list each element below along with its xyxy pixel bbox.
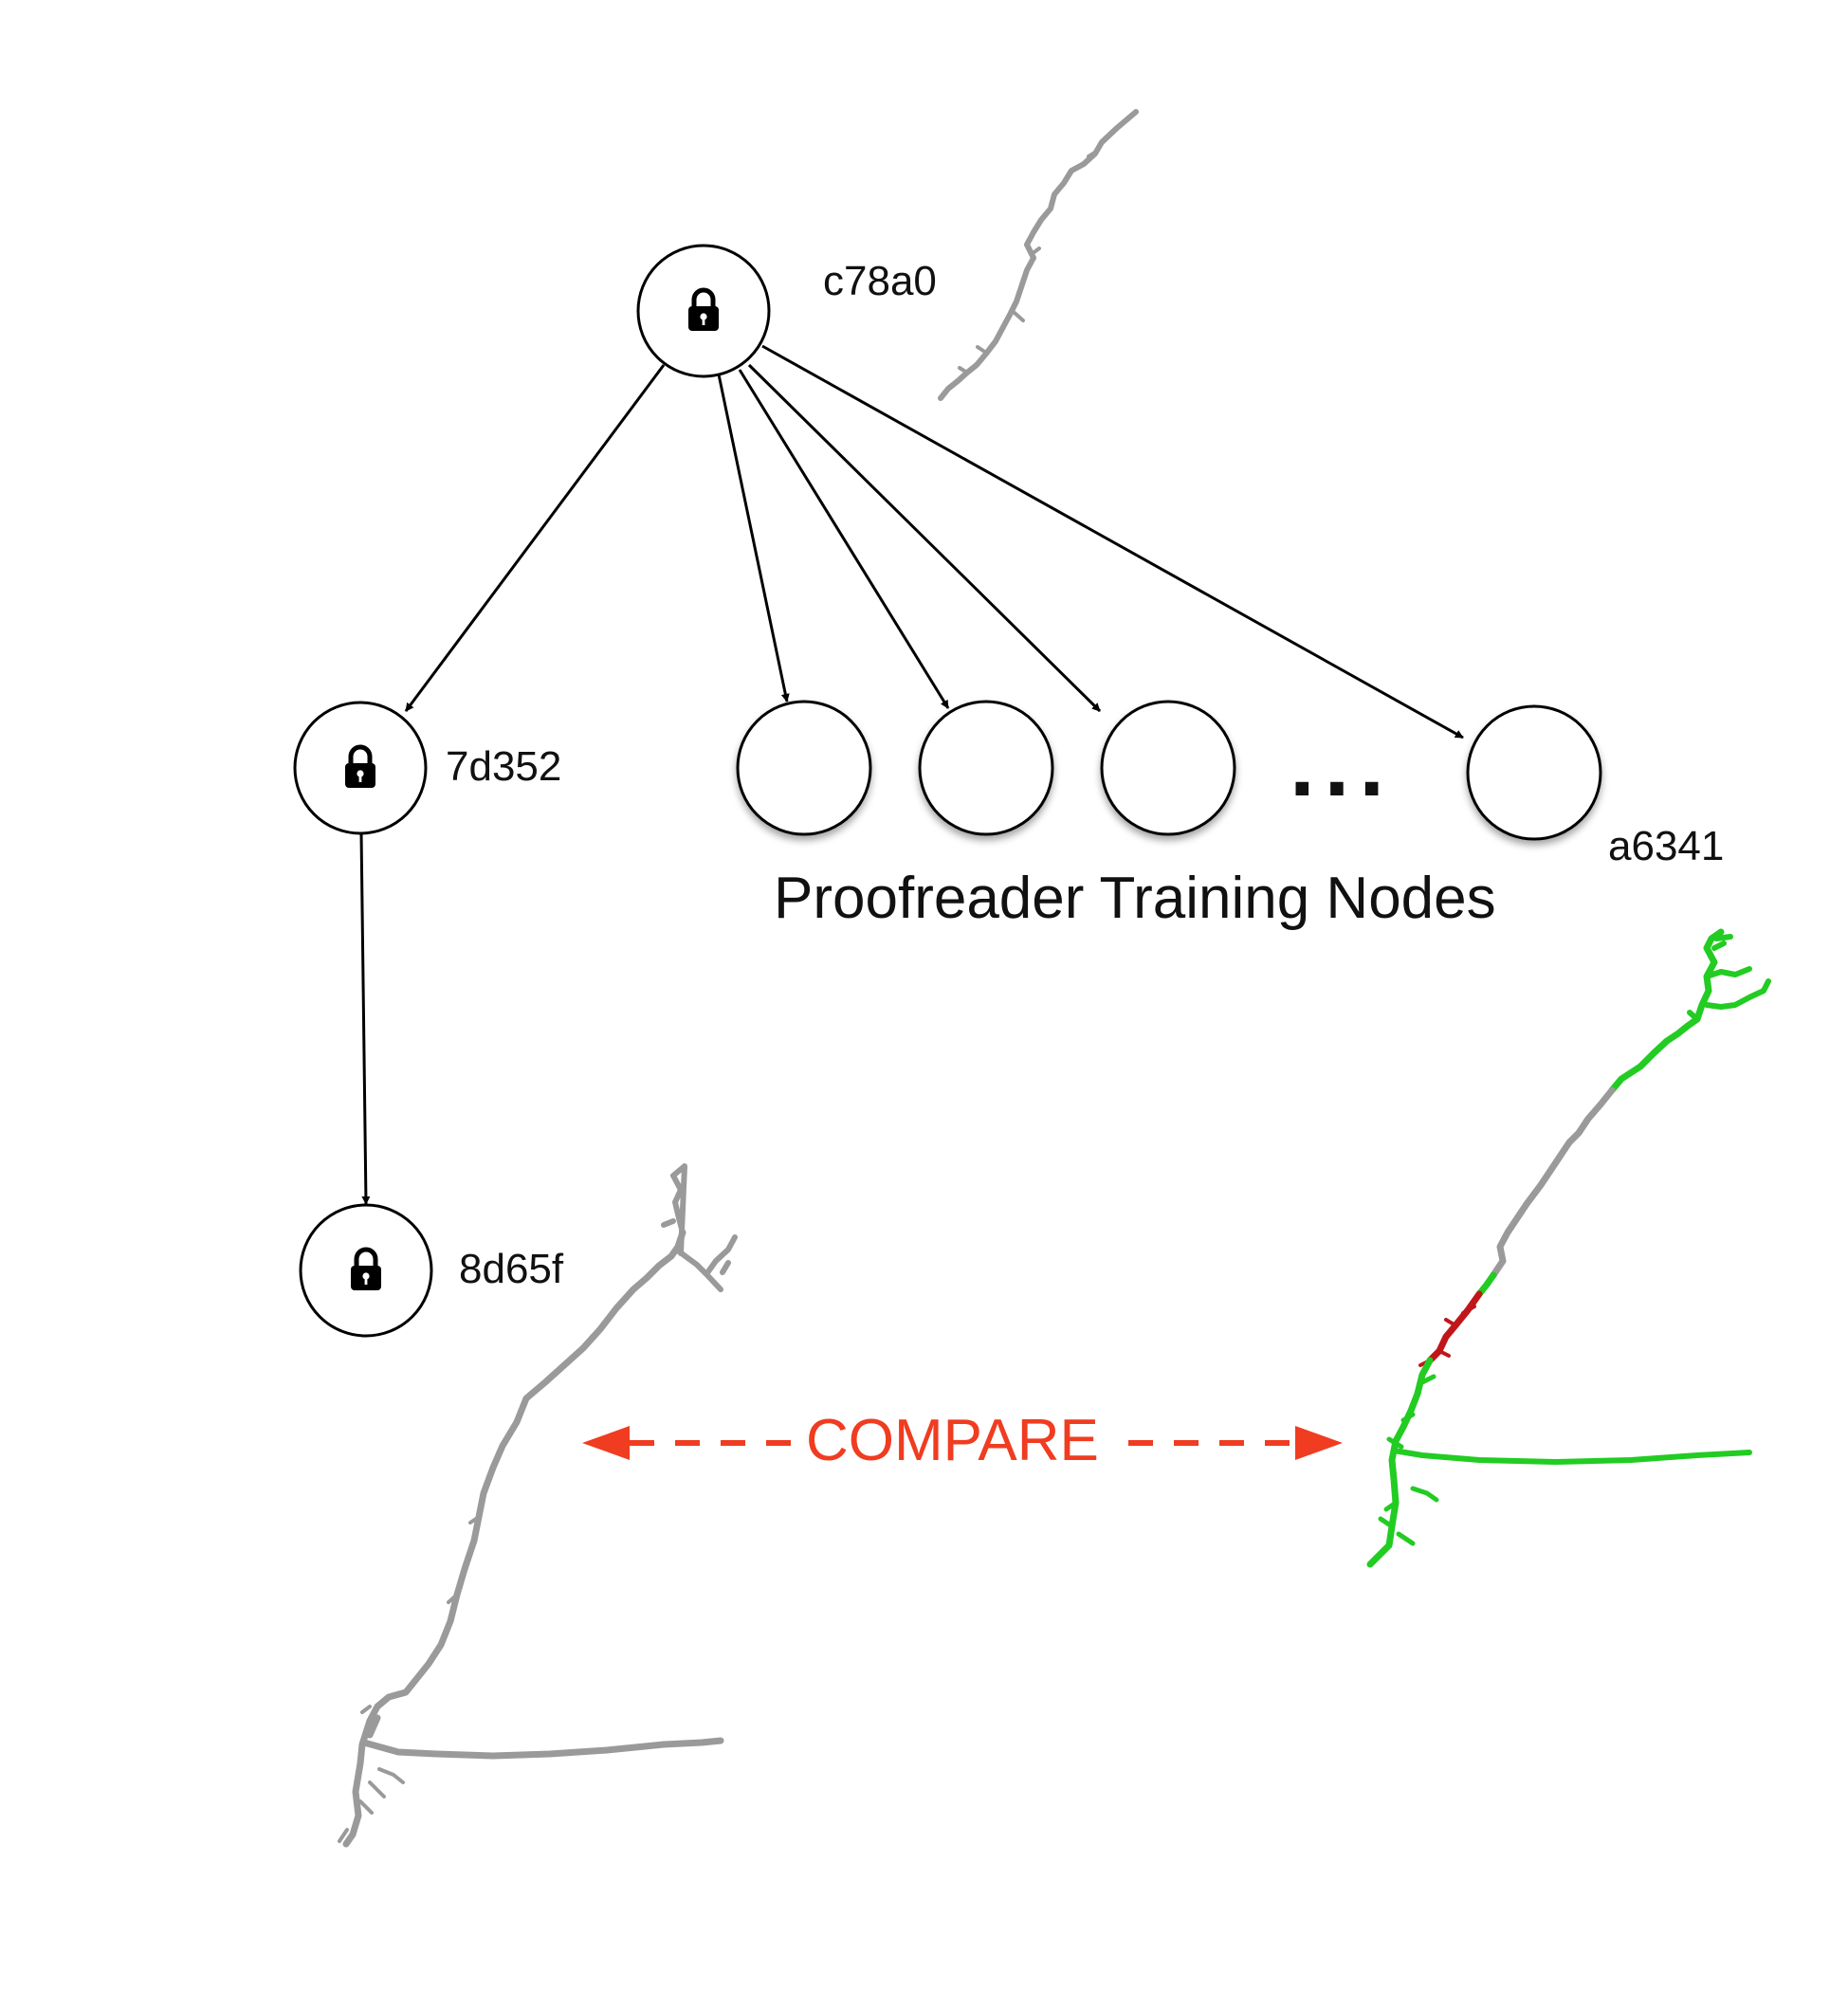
compare-arrow [582,1426,1343,1460]
ellipsis: ... [1290,714,1395,815]
neuron-a6341 [1366,928,1771,1568]
node-label-8d65f: 8d65f [459,1246,564,1292]
edge-root-to-training-2 [738,369,950,709]
node-7d352[interactable] [293,701,428,835]
training-node[interactable] [918,700,1054,836]
training-node[interactable] [736,700,872,836]
node-label-a6341: a6341 [1608,823,1725,869]
edge-root-to-7d352 [404,364,666,712]
edge-7d352-to-8d65f [359,831,371,1205]
neuron-8d65f [338,1163,738,1848]
edge-root-to-training-1 [717,374,790,703]
tree-edges [359,344,1464,1205]
compare-label: COMPARE [806,1408,1099,1473]
edge-root-to-a6341 [761,344,1464,739]
node-8d65f[interactable] [299,1203,433,1338]
node-label-7d352: 7d352 [446,743,562,790]
root-neuron-segment [938,109,1139,401]
training-node[interactable] [1100,700,1236,836]
training-nodes [736,700,1602,841]
training-nodes-caption: Proofreader Training Nodes [774,866,1496,931]
training-node-a6341[interactable] [1466,704,1602,841]
node-root[interactable] [636,244,771,378]
node-label-root: c78a0 [823,258,937,304]
edge-root-to-training-3 [747,363,1102,713]
